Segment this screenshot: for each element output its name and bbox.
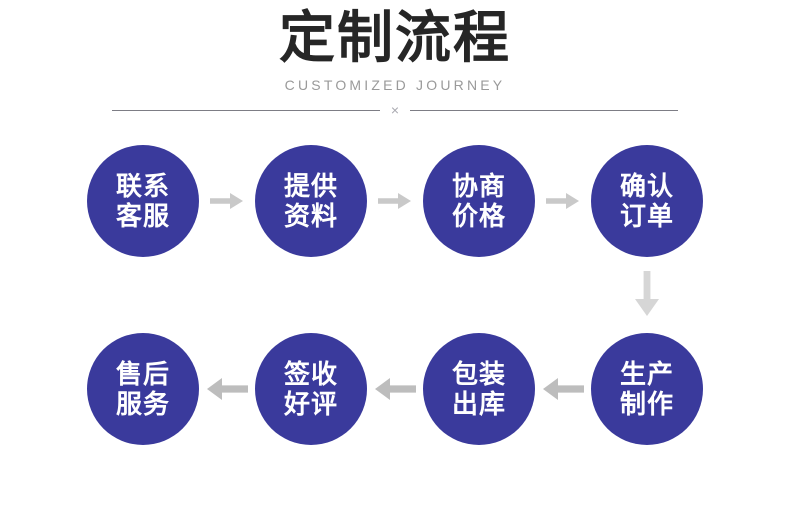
arrow-left-icon: [199, 369, 255, 409]
divider-x-icon: ×: [390, 102, 400, 118]
node-label-line1: 联系: [115, 171, 170, 201]
flow-node-production[interactable]: 生产 制作: [591, 333, 703, 445]
page-title: 定制流程: [279, 6, 511, 69]
page-subtitle: CUSTOMIZED JOURNEY: [284, 77, 506, 93]
node-label-line2: 价格: [451, 201, 506, 231]
node-label-line1: 协商: [451, 171, 506, 201]
flow-node-receipt-review[interactable]: 签收 好评: [255, 333, 367, 445]
node-label-line2: 资料: [283, 201, 338, 231]
node-label-line2: 服务: [115, 389, 170, 419]
arrow-left-icon: [535, 369, 591, 409]
flow-node-after-sales-service[interactable]: 售后 服务: [87, 333, 199, 445]
arrow-right-icon: [367, 181, 423, 221]
header-divider: ×: [112, 100, 678, 120]
flow-row-1: 联系 客服 提供 资料 协商 价格 确认 订单: [0, 145, 790, 257]
page-header: 定制流程 CUSTOMIZED JOURNEY ×: [0, 0, 790, 130]
node-label-line1: 包装: [451, 359, 506, 389]
node-label-line1: 售后: [115, 359, 170, 389]
flow-row-2: 售后 服务 签收 好评 包装 出库 生产 制作: [0, 333, 790, 445]
node-label-line1: 生产: [619, 359, 674, 389]
node-label-line1: 确认: [619, 171, 674, 201]
arrow-left-icon: [367, 369, 423, 409]
arrow-down-icon: [591, 266, 703, 322]
node-label-line1: 提供: [283, 171, 338, 201]
node-label-line2: 出库: [451, 389, 506, 419]
node-label-line2: 好评: [283, 389, 338, 419]
node-label-line2: 制作: [619, 389, 674, 419]
node-label-line2: 订单: [619, 201, 674, 231]
divider-rule-right: [410, 109, 678, 111]
node-label-line2: 客服: [115, 201, 170, 231]
flow-node-contact-service[interactable]: 联系 客服: [87, 145, 199, 257]
arrow-right-icon: [535, 181, 591, 221]
node-label-line1: 签收: [283, 359, 338, 389]
arrow-right-icon: [199, 181, 255, 221]
divider-rule-left: [112, 109, 380, 111]
flow-node-packaging-shipping[interactable]: 包装 出库: [423, 333, 535, 445]
flow-node-provide-materials[interactable]: 提供 资料: [255, 145, 367, 257]
flow-node-negotiate-price[interactable]: 协商 价格: [423, 145, 535, 257]
flow-node-confirm-order[interactable]: 确认 订单: [591, 145, 703, 257]
